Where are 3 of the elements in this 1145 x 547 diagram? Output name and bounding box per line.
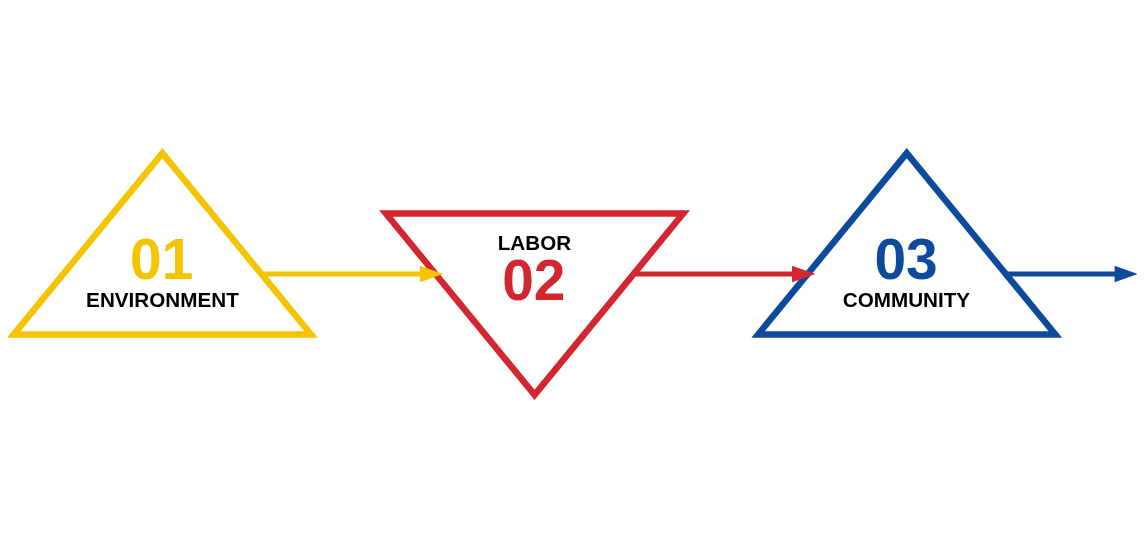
- arrow: [633, 265, 816, 282]
- arrow: [261, 265, 444, 282]
- arrow: [1005, 265, 1137, 282]
